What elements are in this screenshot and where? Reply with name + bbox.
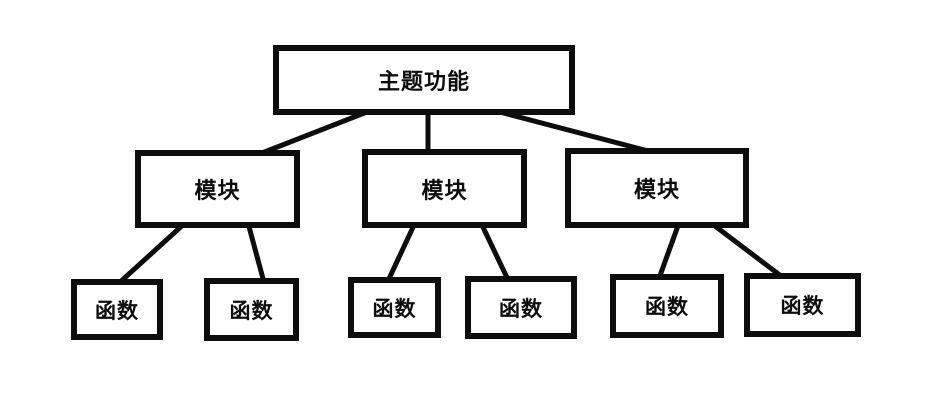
module-node-3-label: 模块 xyxy=(633,178,680,203)
function-node-2: 函数 xyxy=(204,278,299,341)
module-node-1: 模块 xyxy=(135,150,300,228)
function-node-5: 函数 xyxy=(610,274,724,338)
connector-root-module-1 xyxy=(259,107,375,156)
connector-module1-func2 xyxy=(245,220,268,289)
module-node-3: 模块 xyxy=(565,148,749,228)
function-node-2-label: 函数 xyxy=(229,298,274,323)
connector-root-module-3 xyxy=(493,108,655,155)
connector-module2-func4 xyxy=(478,220,514,289)
module-node-2: 模块 xyxy=(362,149,527,228)
function-node-4-label: 函数 xyxy=(499,296,543,321)
function-node-6-label: 函数 xyxy=(780,294,825,318)
module-node-1-label: 模块 xyxy=(194,179,241,204)
function-node-3-label: 函数 xyxy=(372,296,417,321)
connector-module3-func6 xyxy=(708,220,792,285)
function-node-4: 函数 xyxy=(465,276,577,339)
function-node-1-label: 函数 xyxy=(95,298,139,323)
root-node: 主题功能 xyxy=(273,45,575,115)
module-node-2-label: 模块 xyxy=(421,178,468,204)
root-node-label: 主题功能 xyxy=(377,70,470,95)
function-node-6: 函数 xyxy=(744,273,861,337)
function-node-3: 函数 xyxy=(348,277,441,338)
function-node-5-label: 函数 xyxy=(645,295,689,319)
function-node-1: 函数 xyxy=(71,279,163,340)
connector-module3-func5 xyxy=(654,220,682,287)
connector-module2-func3 xyxy=(384,220,418,286)
connector-module1-func1 xyxy=(115,220,188,287)
